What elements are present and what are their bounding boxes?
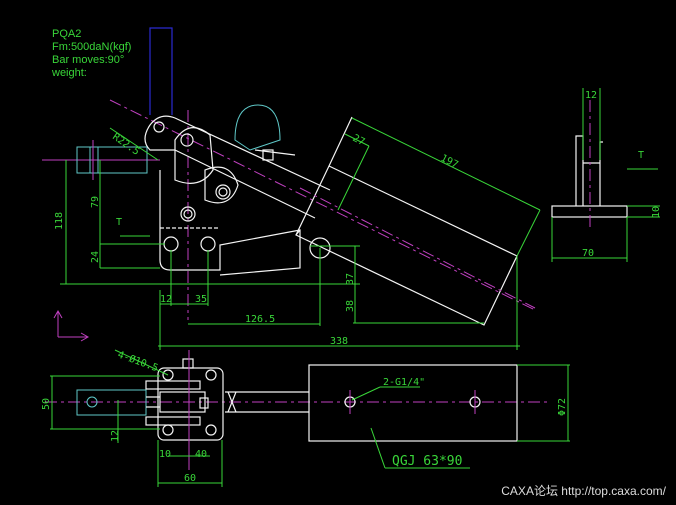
watermark: CAXA论坛 http://top.caxa.com/ xyxy=(501,484,666,498)
clamp-bar xyxy=(149,27,173,115)
dim-40: 40 xyxy=(195,449,207,460)
dim-holes: 4-Ø10.5 xyxy=(116,349,160,375)
link xyxy=(174,127,214,184)
view-t-label-right: T xyxy=(638,150,644,161)
dim-38: 38 xyxy=(345,300,356,312)
bar-moves-label: Bar moves:90° xyxy=(52,54,125,66)
weight-label: weight: xyxy=(52,67,87,79)
dim-37: 37 xyxy=(345,273,356,285)
axis-indicator-icon xyxy=(53,309,90,342)
dim-79: 79 xyxy=(90,196,101,208)
dim-10: 10 xyxy=(651,206,662,218)
dim-338: 338 xyxy=(330,336,348,347)
base-body xyxy=(159,170,301,276)
dim-60: 60 xyxy=(184,473,196,484)
dim-10-bottom: 10 xyxy=(159,449,171,460)
dim-12-bottom: 12 xyxy=(110,430,121,442)
dim-197: 197 xyxy=(439,153,460,171)
end-view xyxy=(551,88,660,262)
side-dimensions xyxy=(60,117,541,350)
dim-27: 27 xyxy=(351,133,367,148)
dim-bore: Φ72 xyxy=(557,398,568,416)
spec-notes: PQA2 Fm:500daN(kgf) Bar moves:90° weight… xyxy=(52,28,131,80)
force-label: Fm:500daN(kgf) xyxy=(52,41,132,53)
dim-35: 35 xyxy=(195,294,207,305)
dim-24: 24 xyxy=(90,251,101,263)
view-t-label: T xyxy=(116,217,122,228)
handle-arm xyxy=(144,115,331,219)
port-note: 2-G1/4" xyxy=(383,377,425,388)
dim-radius: R22.5 xyxy=(110,131,141,157)
dim-50: 50 xyxy=(41,398,52,410)
model-label: PQA2 xyxy=(52,28,82,40)
dim-12-top: 12 xyxy=(585,90,597,101)
bar-centerline xyxy=(109,99,536,311)
spindle-block xyxy=(76,146,148,174)
dim-70: 70 xyxy=(582,248,594,259)
dim-12: 12 xyxy=(160,294,172,305)
cylinder-label: QGJ 63*90 xyxy=(392,454,462,469)
dim-118: 118 xyxy=(54,212,65,230)
handle-grip xyxy=(234,104,281,151)
cylinder-side xyxy=(295,165,518,326)
dim-126-5: 126.5 xyxy=(245,314,275,325)
top-view xyxy=(45,349,570,487)
